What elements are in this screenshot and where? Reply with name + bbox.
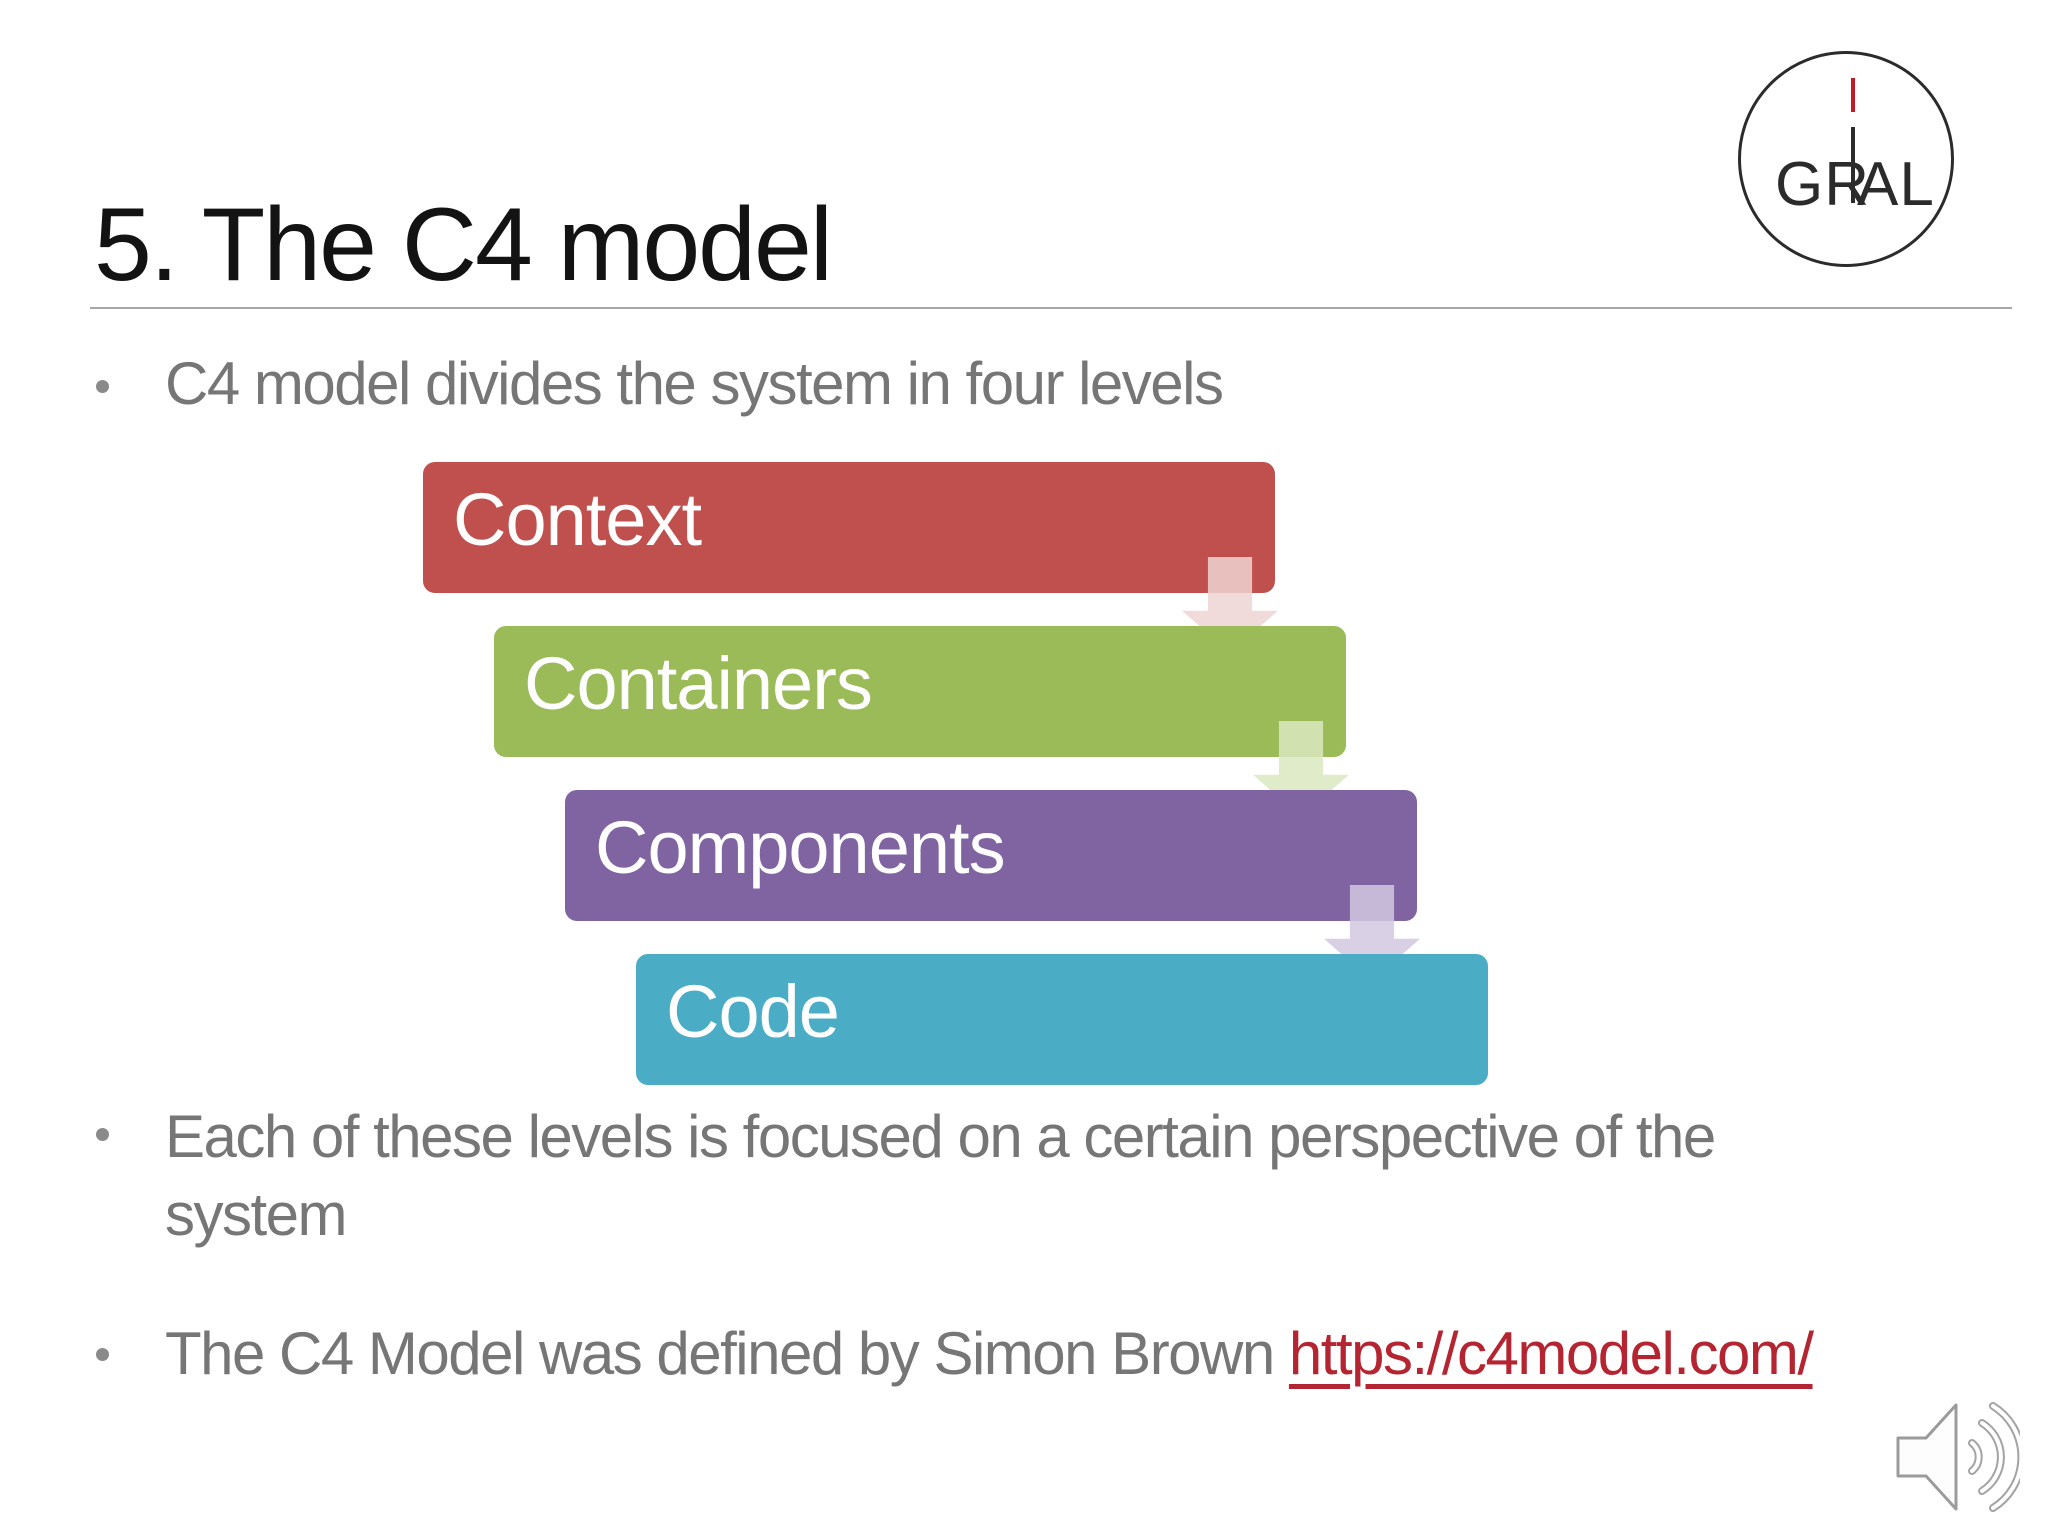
diagram-level-containers: Containers: [494, 626, 1346, 757]
bullet-dot: [96, 380, 109, 393]
diagram-level-context: Context: [423, 462, 1275, 593]
diagram-level-label: Code: [666, 970, 840, 1053]
bullet-3-text: The C4 Model was defined by Simon Brown …: [165, 1315, 1814, 1393]
title-divider: [90, 307, 2012, 309]
bullet-2-line-1: Each of these levels is focused on a cer…: [165, 1103, 1716, 1170]
bullet-dot: [96, 1128, 109, 1141]
c4model-link[interactable]: https://c4model.com/: [1288, 1320, 1814, 1387]
bullet-2-line-2: system: [165, 1181, 348, 1248]
diagram-level-code: Code: [636, 954, 1488, 1085]
grial-logo: GR AL: [1738, 51, 1954, 267]
diagram-level-label: Context: [453, 478, 702, 561]
logo-circle-icon: [1738, 51, 1954, 267]
logo-red-accent: [1851, 78, 1855, 112]
bullet-2-text: Each of these levels is focused on a cer…: [165, 1098, 1716, 1254]
page-title: 5. The C4 model: [94, 187, 833, 303]
logo-text-left: GR: [1775, 150, 1870, 219]
logo-text-right: AL: [1857, 150, 1935, 219]
logo-i-stem: [1851, 127, 1855, 203]
diagram-level-label: Containers: [524, 642, 873, 725]
bullet-3-prefix: The C4 Model was defined by Simon Brown: [165, 1320, 1289, 1387]
bullet-dot: [96, 1348, 109, 1361]
bullet-1-text: C4 model divides the system in four leve…: [165, 350, 1224, 417]
speaker-audio-icon[interactable]: [1892, 1386, 2020, 1528]
diagram-level-label: Components: [595, 806, 1006, 889]
diagram-level-components: Components: [565, 790, 1417, 921]
